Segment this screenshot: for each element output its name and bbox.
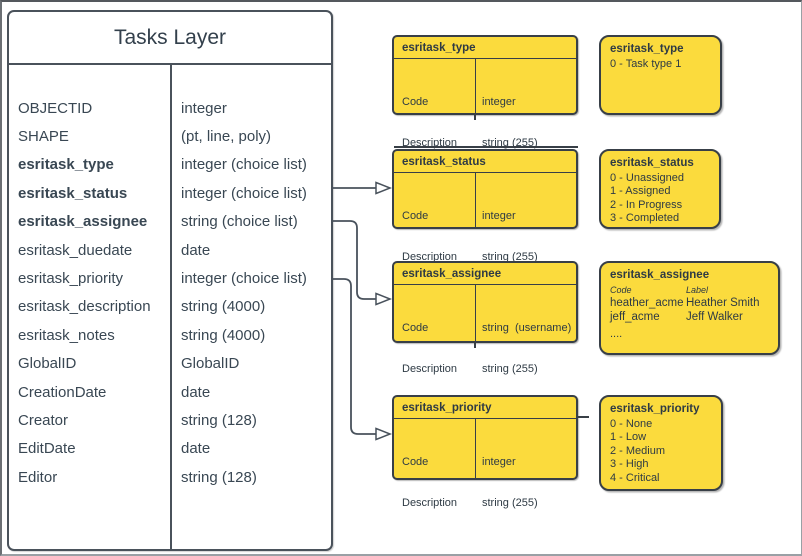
- attr-name: Description: [402, 496, 458, 509]
- field-name: esritask_priority: [18, 270, 124, 288]
- tasks-layer-body: OBJECTID SHAPE esritask_type esritask_st…: [9, 65, 331, 549]
- value-item: 0 - Unassigned: [610, 171, 684, 184]
- divider-tick: [474, 114, 476, 120]
- field-type: (pt, line, poly): [181, 128, 272, 146]
- domain-table-esritask-assignee: esritask_assignee Code Description strin…: [392, 261, 578, 375]
- value-item: 3 - Completed: [610, 212, 680, 224]
- value-list-title: esritask_type: [610, 43, 684, 55]
- connector-esritask-assignee: [333, 220, 376, 300]
- field-type: integer: [181, 99, 227, 117]
- domain-table-title: esritask_priority: [394, 397, 576, 419]
- domain-table-title: esritask_status: [394, 151, 576, 173]
- value-item: 1 - Low: [610, 431, 647, 443]
- value-item: 0 - Task type 1: [610, 57, 682, 70]
- value-list-esritask-assignee: esritask_assignee Code Label heather_acm…: [599, 261, 780, 355]
- domain-table-esritask-status: esritask_status Code Description integer…: [392, 149, 578, 263]
- attr-name: Code: [402, 456, 429, 468]
- attr-type: integer: [482, 210, 516, 222]
- field-name: esritask_status: [18, 184, 128, 202]
- attr-type: integer: [482, 96, 516, 108]
- field-name: Creator: [18, 411, 69, 429]
- domain-table-title: esritask_assignee: [394, 263, 576, 285]
- value-list-esritask-status: esritask_status 0 - Unassigned 1 - Assig…: [599, 149, 721, 229]
- attr-name: Code: [402, 96, 429, 108]
- value-item: 4 - Critical: [610, 471, 660, 484]
- field-name: CreationDate: [18, 383, 107, 401]
- field-type: GlobalID: [181, 355, 240, 373]
- stray-line: [578, 416, 589, 418]
- tasks-layer-title: Tasks Layer: [9, 12, 331, 65]
- connector-esritask-priority: [333, 278, 376, 435]
- value-item: 2 - Medium: [610, 444, 666, 457]
- field-type: integer (choice list): [181, 156, 307, 174]
- field-type: date: [181, 440, 211, 458]
- field-type: string (128): [181, 468, 257, 486]
- field-type: string (4000): [181, 326, 266, 344]
- field-name: OBJECTID: [18, 99, 93, 117]
- attr-name: Description: [402, 136, 458, 149]
- value-item: 0 - None: [610, 417, 653, 430]
- value-list-esritask-priority: esritask_priority 0 - None 1 - Low 2 - M…: [599, 395, 723, 491]
- value-list-title: esritask_priority: [610, 403, 700, 415]
- field-name: GlobalID: [18, 355, 77, 373]
- domain-table-esritask-priority: esritask_priority Code Description integ…: [392, 395, 578, 509]
- field-name: Editor: [18, 468, 58, 486]
- field-name: esritask_assignee: [18, 213, 148, 231]
- field-type: integer (choice list): [181, 270, 307, 288]
- field-type: date: [181, 241, 211, 259]
- field-name: esritask_duedate: [18, 241, 133, 259]
- assignee-row: heather_acme Heather Smith: [610, 297, 769, 311]
- assignee-label: Jeff Walker: [686, 310, 743, 323]
- attr-type: string (255): [482, 136, 538, 149]
- attr-name: Description: [402, 250, 458, 263]
- field-name: esritask_description: [18, 298, 151, 316]
- column-header: Label: [686, 284, 709, 295]
- value-list-title: esritask_status: [610, 157, 694, 169]
- value-item: 3 - High: [610, 458, 649, 470]
- tasks-layer-table: Tasks Layer OBJECTID SHAPE esritask_type…: [7, 10, 333, 551]
- value-item: 1 - Assigned: [610, 185, 671, 197]
- attr-type: string (255): [482, 362, 538, 375]
- field-type: string (choice list): [181, 213, 298, 231]
- types-column: integer (pt, line, poly) integer (choice…: [170, 65, 331, 549]
- field-name: SHAPE: [18, 128, 69, 146]
- assignee-code: jeff_acme: [610, 310, 660, 323]
- column-header: Code: [610, 284, 632, 295]
- value-item: 2 - In Progress: [610, 198, 683, 211]
- field-name: esritask_notes: [18, 326, 115, 344]
- attr-name: Description: [402, 362, 458, 375]
- attr-type: string (255): [482, 250, 538, 263]
- field-type: string (128): [181, 411, 257, 429]
- assignee-label: Heather Smith: [686, 297, 760, 309]
- assignee-code: heather_acme: [610, 297, 684, 309]
- assignee-row: jeff_acme Jeff Walker: [610, 311, 769, 325]
- divider-tick: [474, 342, 476, 348]
- value-list-title: esritask_assignee: [610, 269, 710, 281]
- arrowhead-icon: [375, 181, 393, 195]
- domain-table-title: esritask_type: [394, 37, 576, 59]
- field-type: date: [181, 383, 211, 401]
- attr-name: Code: [402, 322, 429, 334]
- value-list-esritask-type: esritask_type 0 - Task type 1: [599, 35, 722, 115]
- field-name: esritask_type: [18, 156, 114, 174]
- domain-table-esritask-type: esritask_type Code Description integer s…: [392, 35, 578, 149]
- ellipsis-text: ....: [610, 328, 623, 340]
- stray-line: [394, 146, 578, 148]
- fields-column: OBJECTID SHAPE esritask_type esritask_st…: [9, 65, 170, 549]
- attr-type: string (255): [482, 496, 538, 509]
- attr-type: integer: [482, 456, 516, 468]
- arrowhead-icon: [375, 292, 393, 306]
- arrowhead-icon: [375, 427, 393, 441]
- field-type: integer (choice list): [181, 184, 307, 202]
- field-name: EditDate: [18, 440, 76, 458]
- field-type: string (4000): [181, 298, 266, 316]
- attr-name: Code: [402, 210, 429, 222]
- attr-type: string (username): [482, 322, 572, 334]
